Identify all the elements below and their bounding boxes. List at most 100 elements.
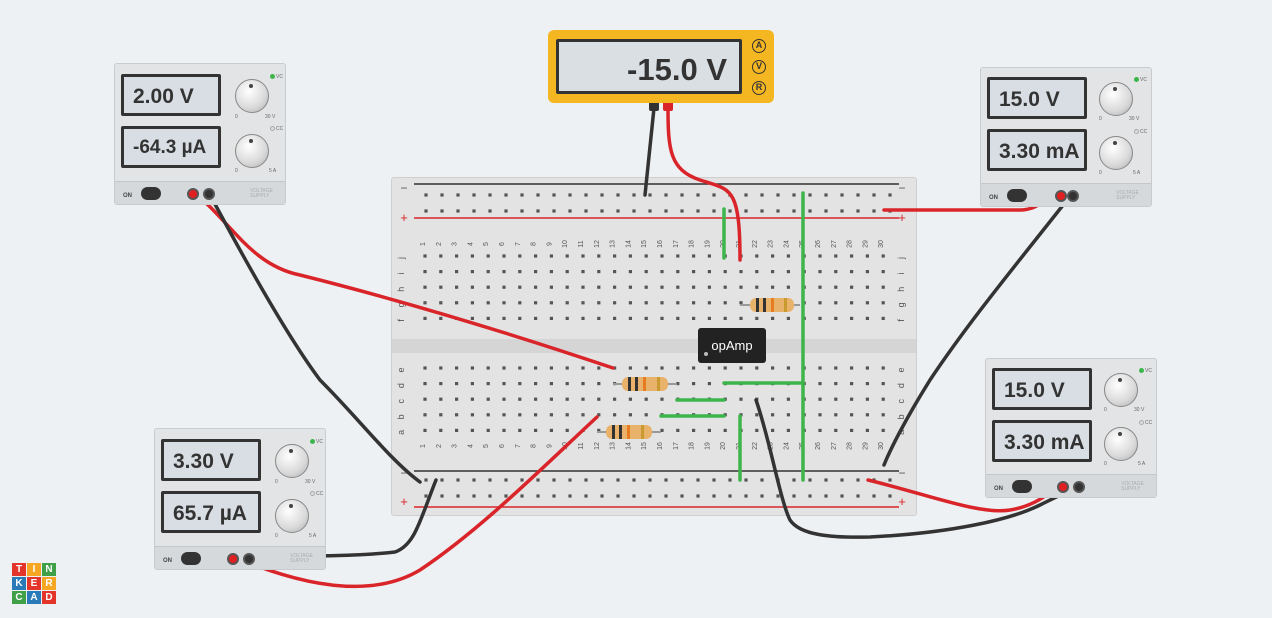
current-knob[interactable] bbox=[1104, 427, 1138, 461]
hole bbox=[676, 382, 680, 386]
positive-terminal[interactable] bbox=[1057, 481, 1069, 493]
hole bbox=[660, 316, 664, 320]
voltage-knob[interactable] bbox=[235, 79, 269, 113]
hole bbox=[739, 254, 743, 258]
power-supply-right-top[interactable]: 15.0 V 3.30 mA VC 0 30 V CC 0 5 A ON VOL… bbox=[980, 67, 1152, 207]
column-label: 26 bbox=[815, 240, 822, 248]
hole bbox=[613, 285, 617, 289]
row-label: c bbox=[896, 398, 906, 403]
rail-plus-label: + bbox=[898, 494, 906, 509]
hole bbox=[707, 413, 711, 417]
hole bbox=[660, 285, 664, 289]
column-label: 5 bbox=[483, 242, 490, 246]
column-label: 27 bbox=[831, 240, 838, 248]
hole bbox=[818, 382, 822, 386]
power-switch[interactable] bbox=[181, 552, 201, 565]
rail-hole bbox=[792, 494, 796, 498]
zero-label: 0 bbox=[235, 168, 238, 174]
power-supply-left-top[interactable]: 2.00 V -64.3 µA VC 0 30 V CC 0 5 A ON VO… bbox=[114, 63, 286, 205]
rail-plus-label: + bbox=[898, 210, 906, 225]
column-label: 20 bbox=[720, 240, 727, 248]
positive-terminal[interactable] bbox=[227, 553, 239, 565]
chip-notch bbox=[704, 352, 708, 356]
column-label: 25 bbox=[799, 240, 806, 248]
negative-terminal[interactable] bbox=[1067, 190, 1079, 202]
hole bbox=[676, 428, 680, 432]
hole bbox=[455, 366, 459, 370]
rail-hole bbox=[776, 209, 780, 213]
hole bbox=[802, 316, 806, 320]
rail-hole bbox=[792, 478, 796, 482]
hole bbox=[502, 413, 506, 417]
rail-hole bbox=[840, 209, 844, 213]
mode-v-button[interactable]: V bbox=[752, 60, 766, 74]
rail-hole bbox=[568, 478, 572, 482]
hole bbox=[676, 316, 680, 320]
hole bbox=[613, 254, 617, 258]
mode-a-button[interactable]: A bbox=[752, 39, 766, 53]
rail-hole bbox=[536, 209, 540, 213]
hole bbox=[850, 285, 854, 289]
hole bbox=[644, 316, 648, 320]
current-knob[interactable] bbox=[235, 134, 269, 168]
hole bbox=[581, 397, 585, 401]
voltage-knob[interactable] bbox=[1099, 82, 1133, 116]
multimeter[interactable]: -15.0 V A V R bbox=[548, 30, 774, 103]
current-knob[interactable] bbox=[1099, 136, 1133, 170]
hole bbox=[439, 254, 443, 258]
column-label: 11 bbox=[578, 240, 585, 247]
rail-hole bbox=[696, 209, 700, 213]
column-label: 15 bbox=[641, 442, 648, 450]
column-label: 29 bbox=[862, 442, 869, 450]
power-switch[interactable] bbox=[141, 187, 161, 200]
current-knob[interactable] bbox=[275, 499, 309, 533]
column-label: 23 bbox=[768, 240, 775, 248]
rail-hole bbox=[488, 209, 492, 213]
rail-hole bbox=[616, 209, 620, 213]
hole bbox=[692, 366, 696, 370]
hole bbox=[628, 301, 632, 305]
negative-terminal[interactable] bbox=[203, 188, 215, 200]
hole bbox=[518, 382, 522, 386]
hole bbox=[755, 366, 759, 370]
current-display: 3.30 mA bbox=[987, 129, 1087, 171]
power-switch[interactable] bbox=[1007, 189, 1027, 202]
row-label: g bbox=[396, 302, 406, 307]
row-label: f bbox=[896, 319, 906, 322]
opamp-chip[interactable]: opAmp bbox=[698, 328, 766, 363]
hole bbox=[707, 270, 711, 274]
column-label: 17 bbox=[673, 442, 680, 450]
voltage-knob[interactable] bbox=[1104, 373, 1138, 407]
power-switch[interactable] bbox=[1012, 480, 1032, 493]
column-label: 18 bbox=[689, 442, 696, 450]
power-supply-right-bottom[interactable]: 15.0 V 3.30 mA VC 0 30 V CC 0 5 A ON VOL… bbox=[985, 358, 1157, 498]
hole bbox=[565, 366, 569, 370]
hole bbox=[455, 254, 459, 258]
brand-line: VOLTAGE bbox=[250, 188, 273, 194]
rail-hole bbox=[472, 193, 476, 197]
column-label: 13 bbox=[610, 240, 617, 248]
hole bbox=[881, 397, 885, 401]
hole bbox=[597, 428, 601, 432]
positive-terminal[interactable] bbox=[1055, 190, 1067, 202]
hole bbox=[739, 413, 743, 417]
rail-hole bbox=[808, 478, 812, 482]
negative-terminal[interactable] bbox=[243, 553, 255, 565]
hole bbox=[692, 270, 696, 274]
power-supply-left-bottom[interactable]: 3.30 V 65.7 µA VC 0 30 V CC 0 5 A ON VOL… bbox=[154, 428, 326, 570]
column-label: 8 bbox=[531, 242, 538, 246]
rail-hole bbox=[584, 209, 588, 213]
column-label: 12 bbox=[594, 442, 601, 450]
hole bbox=[676, 285, 680, 289]
positive-terminal[interactable] bbox=[187, 188, 199, 200]
negative-terminal[interactable] bbox=[1073, 481, 1085, 493]
column-label: 16 bbox=[657, 240, 664, 248]
hole bbox=[518, 301, 522, 305]
hole bbox=[881, 254, 885, 258]
hole bbox=[534, 413, 538, 417]
voltage-knob[interactable] bbox=[275, 444, 309, 478]
mode-r-button[interactable]: R bbox=[752, 81, 766, 95]
rail-hole bbox=[680, 494, 684, 498]
